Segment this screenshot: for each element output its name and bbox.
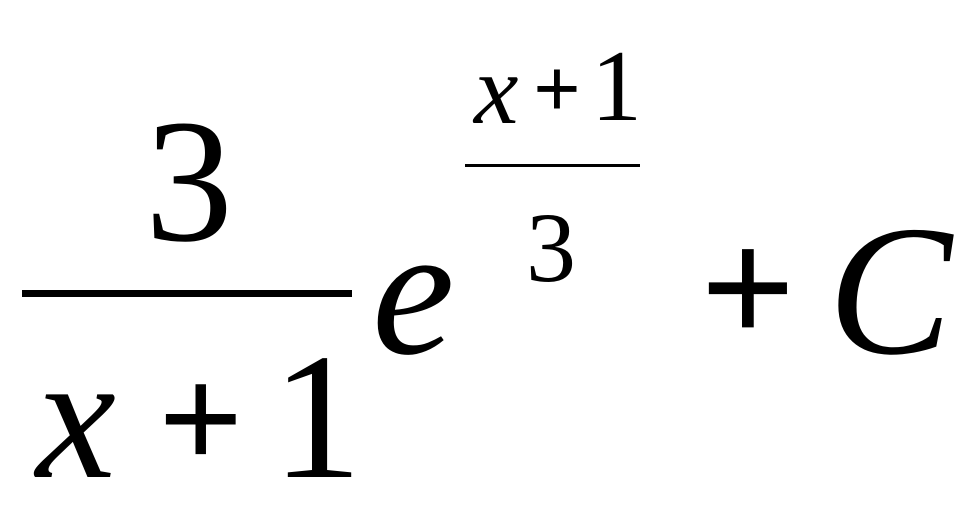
denominator-variable: x <box>36 317 116 513</box>
exponential-base: e <box>372 188 455 394</box>
integration-constant: C <box>828 188 953 394</box>
exponent-fraction-bar <box>465 164 640 167</box>
fraction-numerator: 3 <box>145 84 233 279</box>
exponent-numerator-constant: 1 <box>591 30 642 143</box>
trailing-plus-sign: + <box>700 195 796 381</box>
denominator-plus-sign: + <box>158 336 244 502</box>
exponent-denominator: 3 <box>526 192 576 303</box>
exponent-numerator-variable: x <box>474 34 519 145</box>
exponent-plus-sign: + <box>533 43 581 136</box>
denominator-constant: 1 <box>272 317 362 513</box>
fraction-bar <box>22 290 352 297</box>
